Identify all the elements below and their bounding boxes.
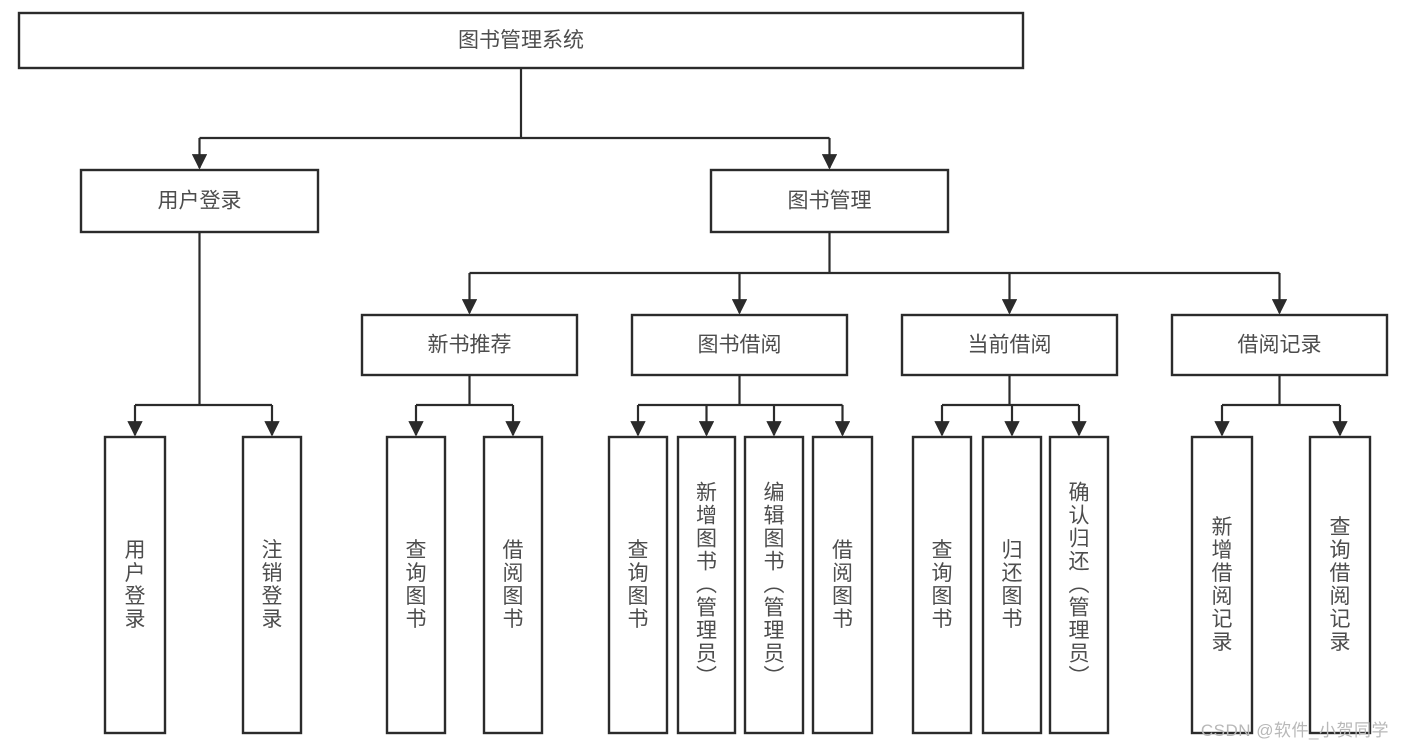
node-rect — [1170, 313, 1389, 377]
node-layer: 图书管理系统用户登录图书管理新书推荐图书借阅当前借阅借阅记录用户登录注销登录查询… — [17, 11, 1389, 735]
node-rect — [1308, 435, 1372, 735]
node-level2-图书管理[interactable]: 图书管理 — [709, 168, 950, 234]
node-label: 图书管理系统 — [458, 29, 584, 52]
node-label: 新增借阅记录 — [1212, 516, 1233, 654]
node-label: 归还图书 — [1002, 539, 1023, 631]
node-leaf-查询图书[interactable]: 查询图书 — [911, 435, 973, 735]
node-rect — [385, 435, 447, 735]
node-label: 用户登录 — [158, 190, 242, 213]
node-label: 用户登录 — [125, 539, 146, 631]
node-rect — [743, 435, 805, 735]
connector-layer — [127, 68, 1348, 437]
node-rect — [911, 435, 973, 735]
node-label: 查询图书 — [628, 539, 649, 631]
node-label: 借阅图书 — [503, 539, 524, 631]
node-label: 确认归还︵管理员︶ — [1069, 481, 1090, 688]
node-level3-借阅记录[interactable]: 借阅记录 — [1170, 313, 1389, 377]
node-rect — [900, 313, 1119, 377]
node-rect — [709, 168, 950, 234]
node-rect — [630, 313, 849, 377]
node-leaf-新增图书（管理员）[interactable]: 新增图书︵管理员︶ — [676, 435, 737, 735]
node-rect — [79, 168, 320, 234]
node-level3-图书借阅[interactable]: 图书借阅 — [630, 313, 849, 377]
node-leaf-查询借阅记录[interactable]: 查询借阅记录 — [1308, 435, 1372, 735]
node-rect — [811, 435, 874, 735]
node-level3-新书推荐[interactable]: 新书推荐 — [360, 313, 579, 377]
node-label: 图书管理 — [788, 190, 872, 213]
node-label: 查询图书 — [932, 539, 953, 631]
node-leaf-用户登录[interactable]: 用户登录 — [103, 435, 167, 735]
node-rect — [676, 435, 737, 735]
node-leaf-注销登录[interactable]: 注销登录 — [241, 435, 303, 735]
node-rect — [360, 313, 579, 377]
node-leaf-查询图书[interactable]: 查询图书 — [607, 435, 669, 735]
node-leaf-查询图书[interactable]: 查询图书 — [385, 435, 447, 735]
node-label: 借阅图书 — [832, 539, 853, 631]
node-leaf-确认归还（管理员）[interactable]: 确认归还︵管理员︶ — [1048, 435, 1110, 735]
node-leaf-借阅图书[interactable]: 借阅图书 — [482, 435, 544, 735]
node-leaf-借阅图书[interactable]: 借阅图书 — [811, 435, 874, 735]
node-rect — [1048, 435, 1110, 735]
node-label: 编辑图书︵管理员︶ — [764, 481, 785, 688]
node-label: 借阅记录 — [1238, 334, 1322, 357]
node-label: 当前借阅 — [968, 334, 1052, 357]
node-leaf-新增借阅记录[interactable]: 新增借阅记录 — [1190, 435, 1254, 735]
node-label: 新增图书︵管理员︶ — [696, 481, 717, 688]
node-rect — [482, 435, 544, 735]
node-rect — [1190, 435, 1254, 735]
node-level3-当前借阅[interactable]: 当前借阅 — [900, 313, 1119, 377]
node-label: 注销登录 — [262, 539, 283, 631]
node-rect — [241, 435, 303, 735]
node-rect — [17, 11, 1025, 70]
node-root-图书管理系统[interactable]: 图书管理系统 — [17, 11, 1025, 70]
node-leaf-编辑图书（管理员）[interactable]: 编辑图书︵管理员︶ — [743, 435, 805, 735]
node-rect — [607, 435, 669, 735]
node-label: 查询图书 — [406, 539, 427, 631]
node-label: 查询借阅记录 — [1330, 516, 1351, 654]
node-rect — [103, 435, 167, 735]
node-leaf-归还图书[interactable]: 归还图书 — [981, 435, 1043, 735]
node-label: 新书推荐 — [428, 334, 512, 357]
node-rect — [981, 435, 1043, 735]
node-label: 图书借阅 — [698, 334, 782, 357]
node-level2-用户登录[interactable]: 用户登录 — [79, 168, 320, 234]
